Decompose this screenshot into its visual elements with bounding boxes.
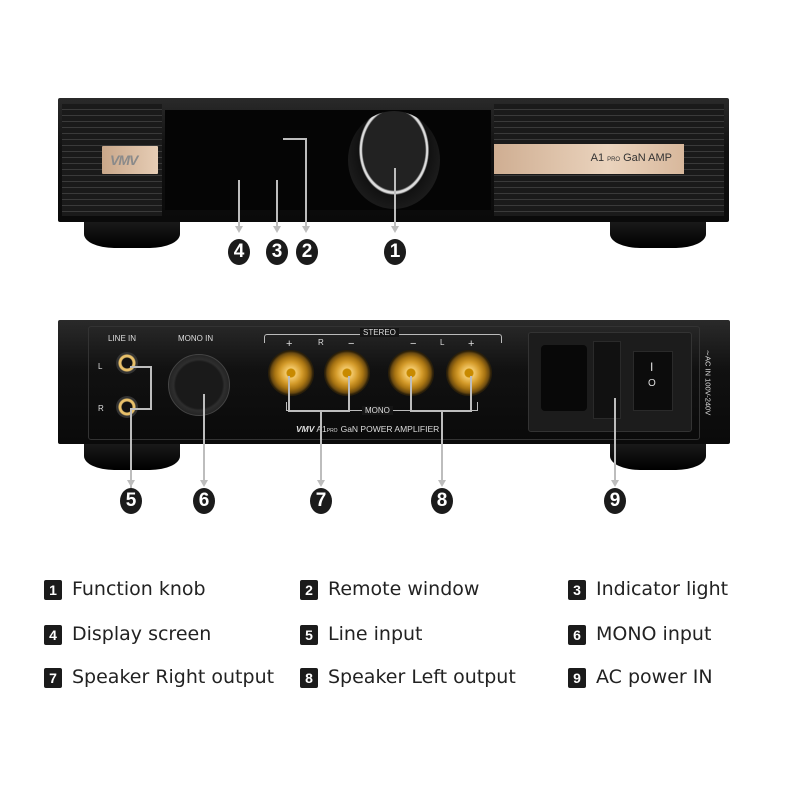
- iec-power-socket[interactable]: [541, 345, 587, 411]
- mono-in-xlr-jack[interactable]: [168, 354, 230, 416]
- speaker-r-minus-terminal[interactable]: [324, 350, 370, 396]
- legend-number: 3: [568, 579, 586, 600]
- terminal-label: L: [440, 338, 445, 347]
- callout-2: 2: [296, 239, 318, 265]
- switch-off-mark: O: [648, 378, 656, 389]
- legend-item: 8 Speaker Left output: [300, 666, 516, 688]
- callout-1: 1: [384, 239, 406, 265]
- line-in-r-label: R: [98, 404, 104, 413]
- legend-label: MONO input: [596, 623, 712, 645]
- rear-panel: LINE IN L R MONO IN STEREO + R − − L + M…: [58, 320, 730, 444]
- legend-label: AC power IN: [596, 666, 713, 688]
- brand-logo: VMV: [110, 152, 138, 168]
- callout-5: 5: [120, 488, 142, 514]
- callout-4: 4: [228, 239, 250, 265]
- terminal-label: +: [468, 338, 475, 350]
- line-in-l-label: L: [98, 362, 103, 371]
- product-description: GaN POWER AMPLIFIER: [340, 424, 440, 434]
- speaker-r-plus-terminal[interactable]: [268, 350, 314, 396]
- legend-label: Line input: [328, 623, 423, 645]
- model-name: A1: [590, 152, 605, 164]
- rear-right-foot: [610, 444, 706, 470]
- legend-item: 5 Line input: [300, 623, 423, 645]
- model-pro: PRO: [607, 157, 621, 163]
- legend-label: Speaker Right output: [72, 666, 275, 688]
- callout-7: 7: [310, 488, 332, 514]
- callout-6: 6: [193, 488, 215, 514]
- legend-label: Indicator light: [596, 578, 729, 600]
- legend-number: 2: [300, 579, 318, 600]
- legend-item: 9 AC power IN: [568, 666, 713, 688]
- rear-left-foot: [84, 444, 180, 470]
- legend-label: Speaker Left output: [328, 666, 516, 688]
- legend-item: 3 Indicator light: [568, 578, 728, 600]
- front-right-foot: [610, 222, 706, 248]
- legend-item: 4 Display screen: [44, 623, 211, 645]
- legend-label: Function knob: [72, 578, 206, 600]
- terminal-label: R: [318, 338, 324, 347]
- legend-number: 7: [44, 667, 62, 688]
- legend-number: 4: [44, 624, 62, 645]
- fuse-holder[interactable]: [593, 341, 621, 419]
- model-text: GaN AMP: [623, 152, 672, 164]
- speaker-l-plus-terminal[interactable]: [446, 350, 492, 396]
- model-pro: PRO: [326, 428, 338, 434]
- terminal-label: −: [348, 338, 355, 350]
- switch-on-mark: I: [650, 360, 654, 374]
- line-in-label: LINE IN: [108, 334, 137, 343]
- legend-item: 2 Remote window: [300, 578, 479, 600]
- power-switch[interactable]: I O: [633, 351, 673, 411]
- stereo-label: STEREO: [360, 328, 399, 337]
- legend-label: Remote window: [328, 578, 480, 600]
- logo-plate: VMV: [102, 146, 158, 174]
- legend-number: 6: [568, 624, 586, 645]
- callout-3: 3: [266, 239, 288, 265]
- ac-power-module: I O: [528, 332, 692, 432]
- callout-8: 8: [431, 488, 453, 514]
- callout-9: 9: [604, 488, 626, 514]
- legend-label: Display screen: [72, 623, 212, 645]
- legend-item: 7 Speaker Right output: [44, 666, 274, 688]
- front-left-foot: [84, 222, 180, 248]
- brand-logo: VMV: [296, 424, 315, 434]
- legend-item: 1 Function knob: [44, 578, 206, 600]
- terminal-label: −: [410, 338, 417, 350]
- legend-item: 6 MONO input: [568, 623, 711, 645]
- line-in-r-jack[interactable]: [116, 396, 138, 418]
- ac-input-label: ∼AC IN 100V-240V: [703, 349, 713, 416]
- line-in-l-jack[interactable]: [116, 352, 138, 374]
- mono-label: MONO: [362, 406, 393, 415]
- legend-number: 8: [300, 667, 318, 688]
- legend-number: 1: [44, 579, 62, 600]
- legend-number: 5: [300, 624, 318, 645]
- legend-number: 9: [568, 667, 586, 688]
- mono-in-label: MONO IN: [178, 334, 214, 343]
- display-screen: [165, 110, 491, 210]
- terminal-label: +: [286, 338, 293, 350]
